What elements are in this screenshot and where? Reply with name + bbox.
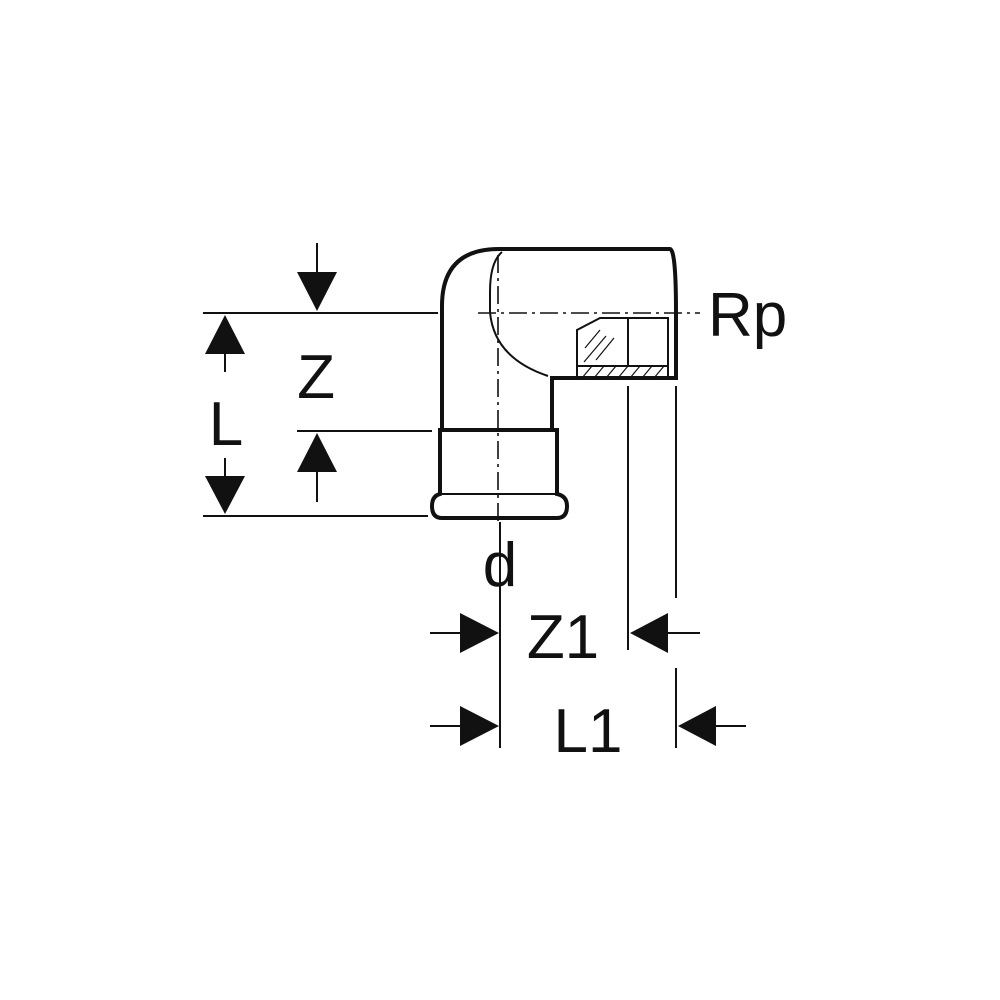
internal-thread-outline — [576, 317, 669, 378]
l1-arrow-left — [678, 706, 716, 746]
dimension-label-z1: Z1 — [527, 603, 599, 672]
elbow-inner-bend — [489, 251, 549, 377]
z1-arrow-left — [630, 613, 668, 653]
elbow-outer-contour — [440, 247, 678, 430]
dimension-label-l: L — [209, 390, 243, 459]
z1-arrow-right — [460, 613, 499, 653]
l1-arrow-right — [460, 706, 499, 746]
thread-hatching — [581, 329, 665, 379]
z-arrow-down — [297, 272, 337, 311]
z-arrow-up — [297, 433, 337, 472]
thread-label-rp: Rp — [708, 281, 787, 350]
l-arrow-down — [205, 476, 245, 514]
dimension-label-z: Z — [297, 343, 335, 412]
horizontal-dimensions: Z1 L1 — [430, 386, 746, 766]
l-arrow-up — [205, 315, 245, 354]
vertical-dimensions: Z L — [203, 243, 438, 517]
dimension-label-l1: L1 — [554, 697, 623, 766]
elbow-fitting — [429, 247, 700, 522]
press-socket — [429, 428, 570, 520]
